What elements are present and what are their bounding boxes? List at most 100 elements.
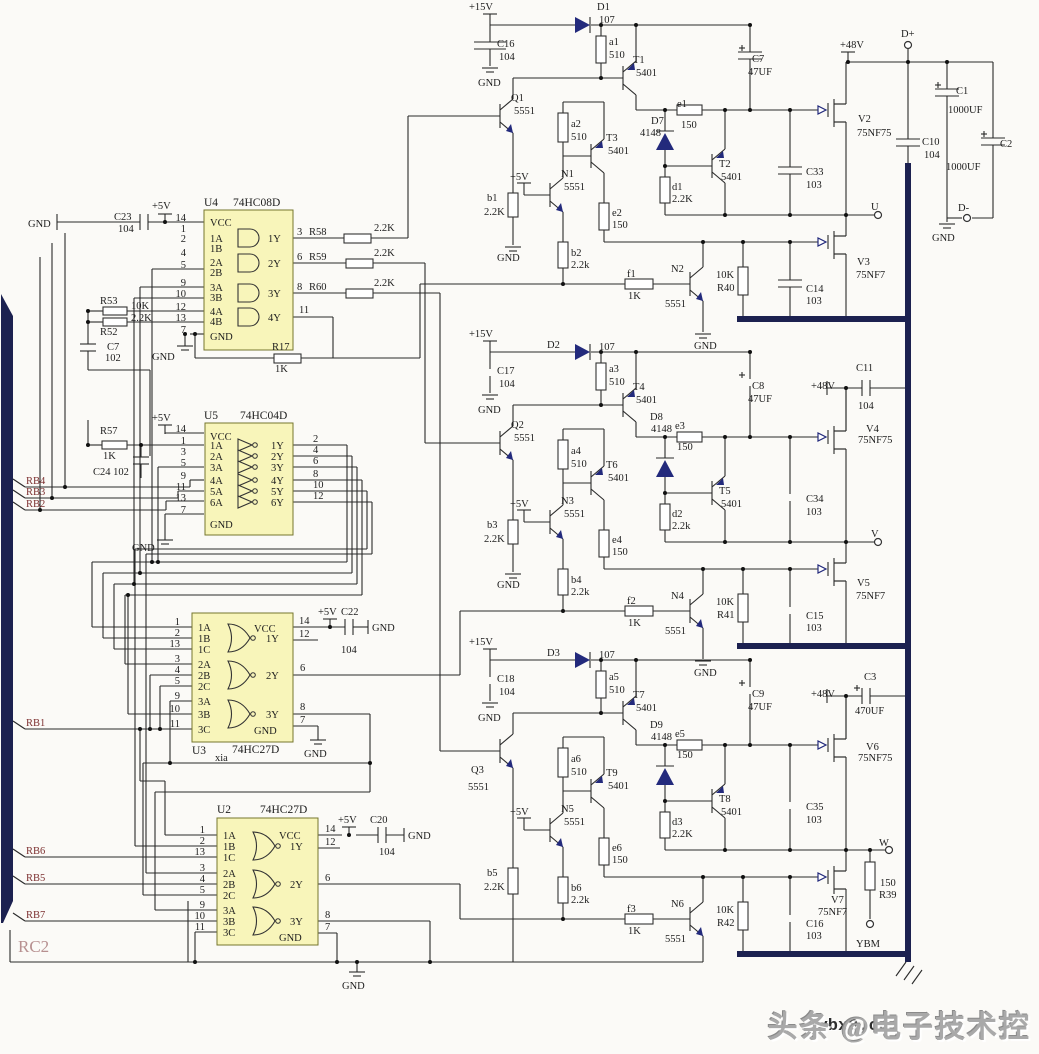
label-r-f3: f3 bbox=[627, 904, 636, 915]
label-g-3B: 3B bbox=[198, 710, 210, 721]
label-g-3C: 3C bbox=[223, 928, 235, 939]
label-r-c11: C11 bbox=[856, 363, 873, 374]
label-v-p5: +5V bbox=[510, 499, 529, 510]
label-r-a1: a1 bbox=[609, 37, 619, 48]
label-r-c22: C22 bbox=[341, 607, 359, 618]
label-r-r39: R39 bbox=[879, 890, 897, 901]
label-n-5: 5 bbox=[175, 676, 180, 687]
label-v-vcc: VCC bbox=[279, 831, 301, 842]
label-r-d2: D2 bbox=[547, 340, 560, 351]
label-v-c107: 107 bbox=[599, 15, 615, 26]
label-v-p5: +5V bbox=[152, 201, 171, 212]
label-v-r22K: 2.2K bbox=[672, 829, 693, 840]
label-v-pnp: 5401 bbox=[636, 703, 657, 714]
label-v-r1K: 1K bbox=[628, 291, 641, 302]
label-g-3A: 3A bbox=[198, 697, 211, 708]
label-n-5: 5 bbox=[181, 458, 186, 469]
label-g-1Y: 1Y bbox=[271, 441, 284, 452]
label-ports-ybm: YBM bbox=[856, 939, 881, 950]
label-v-d4148: 4148 bbox=[651, 732, 672, 743]
label-n-13: 13 bbox=[176, 493, 187, 504]
label-v-r22K: 2.2K bbox=[484, 207, 505, 218]
label-r-n5s: N5 bbox=[561, 804, 574, 815]
label-v-c103: 103 bbox=[806, 507, 822, 518]
label-n-8: 8 bbox=[297, 282, 302, 293]
label-v-r510: 510 bbox=[609, 50, 625, 61]
label-n-2: 2 bbox=[175, 628, 180, 639]
label-r-c18: C18 bbox=[497, 674, 515, 685]
label-g-3A: 3A bbox=[223, 906, 236, 917]
label-r-e3: e3 bbox=[675, 421, 685, 432]
label-v-c104: 104 bbox=[499, 379, 516, 390]
label-v-gnd: GND bbox=[210, 332, 233, 343]
label-ports-rb4: RB4 bbox=[26, 476, 46, 487]
label-r-t9: T9 bbox=[606, 768, 618, 779]
label-r-a4: a4 bbox=[571, 446, 582, 457]
label-g-3B: 3B bbox=[210, 293, 222, 304]
label-r-a5: a5 bbox=[609, 672, 619, 683]
label-n-7: 7 bbox=[300, 715, 305, 726]
label-v-gnd: GND bbox=[408, 831, 431, 842]
label-r-t6: T6 bbox=[606, 460, 618, 471]
label-r-c8: C8 bbox=[752, 381, 764, 392]
label-v-c104: 104 bbox=[379, 847, 396, 858]
label-v-p48: +48V bbox=[840, 40, 864, 51]
label-v-r1K: 1K bbox=[275, 364, 288, 375]
label-v-c107: 107 bbox=[599, 650, 615, 661]
components bbox=[1, 17, 972, 964]
label-n-4: 4 bbox=[200, 874, 206, 885]
label-r-b6: b6 bbox=[571, 883, 582, 894]
label-v-r150: 150 bbox=[612, 220, 628, 231]
label-v-c107: 107 bbox=[599, 342, 615, 353]
label-g-4B: 4B bbox=[210, 317, 222, 328]
label-r-a2: a2 bbox=[571, 119, 581, 130]
label-r-r57: R57 bbox=[100, 426, 118, 437]
label-g-5A: 5A bbox=[210, 487, 223, 498]
label-v-pnp: 5401 bbox=[608, 473, 629, 484]
label-g-3Y: 3Y bbox=[268, 289, 281, 300]
label-n-6: 6 bbox=[300, 663, 305, 674]
label-v-r22K: 2.2K bbox=[374, 223, 395, 234]
label-n-5: 5 bbox=[181, 260, 186, 271]
label-v-r510: 510 bbox=[609, 377, 625, 388]
label-g-4A: 4A bbox=[210, 476, 223, 487]
label-n-12: 12 bbox=[299, 629, 310, 640]
label-r-t1: T1 bbox=[633, 55, 645, 66]
label-r-e5: e5 bbox=[675, 729, 685, 740]
label-v-pnp: 5401 bbox=[636, 68, 657, 79]
label-g-1B: 1B bbox=[210, 244, 222, 255]
label-n-8: 8 bbox=[313, 469, 318, 480]
label-v-pnp: 5401 bbox=[721, 172, 742, 183]
label-n-6: 6 bbox=[297, 252, 302, 263]
label-v-c104: 104 bbox=[118, 224, 135, 235]
label-v-pnp: 5401 bbox=[721, 807, 742, 818]
label-r-b2: b2 bbox=[571, 248, 582, 259]
label-v-d4148: 4148 bbox=[640, 128, 661, 139]
label-g-2Y: 2Y bbox=[266, 671, 279, 682]
watermark-text: 头条 @电子技术控 bbox=[767, 1011, 1031, 1044]
label-g-1A: 1A bbox=[210, 234, 223, 245]
label-ports-rb7: RB7 bbox=[26, 910, 45, 921]
label-v-c103: 103 bbox=[806, 296, 822, 307]
label-n-4: 4 bbox=[175, 665, 181, 676]
label-n-9: 9 bbox=[200, 900, 205, 911]
label-r-q1: Q1 bbox=[511, 93, 524, 104]
label-v-r22K: 2.2K bbox=[672, 194, 693, 205]
label-v-c104: 104 bbox=[499, 687, 516, 698]
label-v-gnd: GND bbox=[210, 520, 233, 531]
label-r-c10: C10 bbox=[922, 137, 940, 148]
label-n-3: 3 bbox=[297, 227, 302, 238]
label-v-p5: +5V bbox=[510, 172, 529, 183]
label-n-11: 11 bbox=[299, 305, 309, 316]
label-ic-u5ref: U5 bbox=[204, 410, 218, 422]
label-v-vcc: VCC bbox=[254, 624, 276, 635]
label-g-3Y: 3Y bbox=[271, 463, 284, 474]
label-r-c16: C16 bbox=[497, 39, 515, 50]
label-r-r40: R40 bbox=[717, 283, 735, 294]
label-v-r10K: 10K bbox=[716, 597, 735, 608]
label-r-t4: T4 bbox=[633, 382, 645, 393]
label-r-r42: R42 bbox=[717, 918, 735, 929]
label-v-npn: 5551 bbox=[665, 626, 686, 637]
label-v-npn: 5551 bbox=[514, 106, 535, 117]
label-r-v3: V3 bbox=[857, 257, 870, 268]
